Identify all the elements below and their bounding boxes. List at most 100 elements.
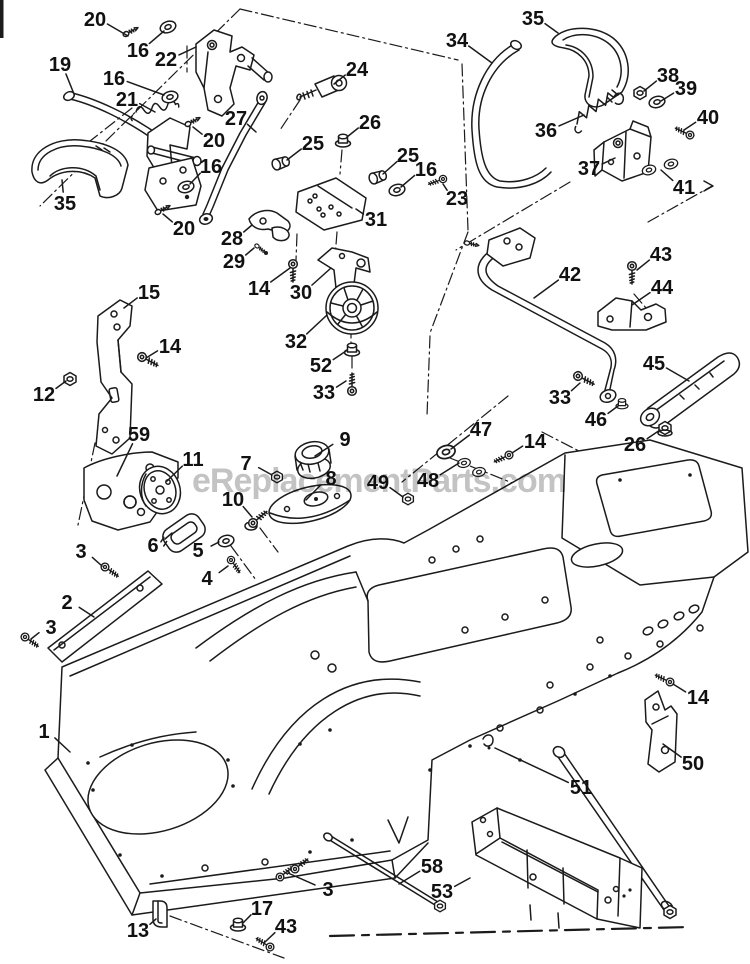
callout-47: 47 <box>450 419 492 450</box>
svg-text:8: 8 <box>325 468 336 490</box>
callout-41: 41 <box>660 169 695 199</box>
callout-2: 2 <box>61 592 95 618</box>
callout-11: 11 <box>166 449 204 482</box>
svg-text:3: 3 <box>45 617 56 639</box>
bolt-14 <box>287 258 299 283</box>
svg-text:48: 48 <box>417 470 439 492</box>
svg-text:50: 50 <box>682 753 704 775</box>
pin-20 <box>121 24 140 39</box>
svg-text:26: 26 <box>359 112 381 134</box>
rod-34 <box>471 43 552 189</box>
plate-31 <box>295 177 367 231</box>
callout-49: 49 <box>367 472 404 498</box>
washer-5 <box>216 532 236 550</box>
callout-20: 20 <box>84 9 129 37</box>
screw-3 <box>98 560 122 581</box>
callout-12: 12 <box>33 380 67 406</box>
svg-text:35: 35 <box>522 8 544 30</box>
nut-38 <box>633 85 647 101</box>
rod-rear <box>552 745 677 920</box>
mount-plate-8 <box>268 483 352 525</box>
svg-text:24: 24 <box>346 59 369 81</box>
callout-25: 25 <box>286 133 324 161</box>
svg-text:51: 51 <box>570 777 592 799</box>
callout-24: 24 <box>333 59 369 85</box>
rod-58 <box>323 832 447 913</box>
svg-text:5: 5 <box>192 540 203 562</box>
svg-text:42: 42 <box>559 264 581 286</box>
callout-27: 27 <box>225 108 257 133</box>
svg-text:22: 22 <box>155 49 177 71</box>
svg-text:14: 14 <box>687 687 710 709</box>
screw-43 <box>626 260 638 285</box>
spring-36 <box>574 92 625 134</box>
bolt-33 <box>571 369 597 389</box>
svg-text:39: 39 <box>675 78 697 100</box>
svg-text:7: 7 <box>240 453 251 475</box>
washer-16 <box>160 88 180 106</box>
bolt-43 <box>253 934 277 954</box>
callout-48: 48 <box>417 462 460 492</box>
callout-3: 3 <box>75 541 103 567</box>
bracket-53 <box>471 807 643 929</box>
svg-text:20: 20 <box>173 218 195 240</box>
callout-33: 33 <box>549 382 581 409</box>
isolator-9 <box>294 440 332 480</box>
svg-text:16: 16 <box>415 159 437 181</box>
callout-36: 36 <box>535 114 585 142</box>
svg-text:32: 32 <box>285 331 307 353</box>
svg-text:53: 53 <box>431 881 453 903</box>
callout-19: 19 <box>49 54 75 95</box>
callout-16: 16 <box>127 30 165 62</box>
svg-text:14: 14 <box>159 336 182 358</box>
bushing-25 <box>269 154 292 172</box>
svg-text:41: 41 <box>673 177 695 199</box>
callout-16: 16 <box>189 156 222 185</box>
callout-53: 53 <box>431 877 471 903</box>
svg-text:3: 3 <box>322 879 333 901</box>
svg-text:15: 15 <box>138 282 160 304</box>
bracket-44 <box>597 297 667 331</box>
watermark: eReplacementParts.com <box>192 462 567 500</box>
svg-text:27: 27 <box>225 108 247 130</box>
callout-59: 59 <box>116 424 150 477</box>
svg-text:33: 33 <box>549 387 571 409</box>
svg-text:37: 37 <box>578 158 600 180</box>
callout-33: 33 <box>313 380 347 404</box>
callout-9: 9 <box>314 429 351 457</box>
callout-20: 20 <box>162 213 195 240</box>
screw-40 <box>673 123 696 141</box>
bracket-22 <box>195 29 255 117</box>
callout-22: 22 <box>155 46 197 71</box>
callout-1: 1 <box>38 721 71 753</box>
callout-5: 5 <box>192 540 220 562</box>
pin-20 <box>183 114 202 129</box>
callout-31: 31 <box>355 208 387 231</box>
callout-23: 23 <box>442 183 468 210</box>
bolt-14 <box>135 350 161 370</box>
callout-32: 32 <box>285 314 328 353</box>
callout-35: 35 <box>522 8 559 34</box>
callout-43: 43 <box>264 916 297 943</box>
callout-37: 37 <box>578 157 616 180</box>
svg-text:45: 45 <box>643 353 665 375</box>
pulley-32 <box>325 281 379 335</box>
washer-47 <box>434 442 458 462</box>
svg-text:14: 14 <box>524 431 547 453</box>
bracket-50 <box>644 690 678 773</box>
svg-text:28: 28 <box>221 228 243 250</box>
svg-text:20: 20 <box>84 9 106 31</box>
idler-group <box>269 133 449 397</box>
screw-4 <box>225 554 244 576</box>
clip-13 <box>152 900 168 928</box>
callout-6: 6 <box>147 532 173 557</box>
svg-text:25: 25 <box>302 133 324 155</box>
bottom-group <box>152 670 678 954</box>
frame-part <box>44 439 749 916</box>
callout-34: 34 <box>446 30 493 64</box>
svg-text:25: 25 <box>397 145 419 167</box>
callout-13: 13 <box>127 918 157 942</box>
bolt-10 <box>246 507 271 530</box>
svg-text:20: 20 <box>203 130 225 152</box>
